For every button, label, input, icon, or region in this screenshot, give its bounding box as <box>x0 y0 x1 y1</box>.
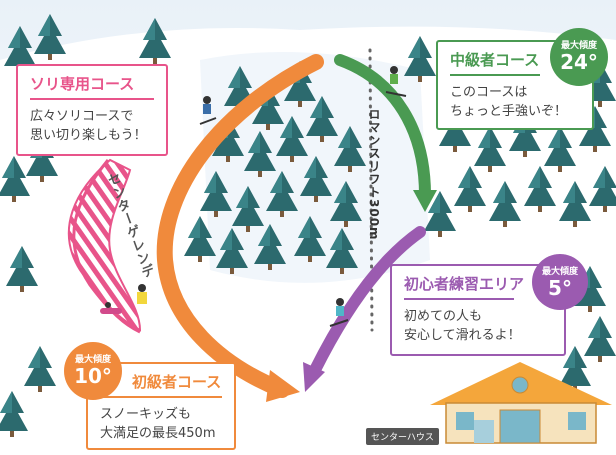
beginner-area-route <box>309 226 426 376</box>
badge-label: 最大傾度 <box>541 267 578 277</box>
sled-course-area <box>67 158 142 332</box>
badge-label: 最大傾度 <box>74 355 111 365</box>
skier-icon <box>199 66 407 327</box>
sled-course-title: ソリ専用コース <box>30 75 135 93</box>
novice-course-route <box>156 54 324 398</box>
intermediate-course-route <box>334 54 431 201</box>
beginner-area-title: 初心者練習エリア <box>404 275 525 293</box>
divider <box>30 98 154 100</box>
divider <box>450 74 540 76</box>
badge-label: 最大傾度 <box>560 41 597 51</box>
divider <box>404 298 514 300</box>
badge-value: 24° <box>560 50 598 74</box>
intermediate-course-title: 中級者コース <box>450 51 540 69</box>
romance-lift-label: ロマンスリフト300m <box>367 108 381 241</box>
badge-value: 5° <box>548 276 572 300</box>
badge-value: 10° <box>74 364 112 388</box>
center-house-label: センターハウス <box>366 428 439 445</box>
novice-course-title: 初級者コース <box>132 373 222 391</box>
novice-slope-badge: 最大傾度 10° <box>64 342 122 400</box>
intermediate-slope-badge: 最大傾度 24° <box>550 28 608 86</box>
beginner-slope-badge: 最大傾度 5° <box>532 254 588 310</box>
divider <box>100 396 222 398</box>
sled-course-card: ソリ専用コース 広々ソリコースで 思い切り楽しもう！ <box>16 64 168 156</box>
center-house-icon <box>430 362 612 444</box>
sled-course-description: 広々ソリコースで 思い切り楽しもう！ <box>30 108 147 143</box>
novice-course-description: スノーキッズも 大満足の最長450m <box>100 406 216 441</box>
arrow-icon <box>303 362 325 392</box>
arrow-icon <box>413 190 437 212</box>
sled-icon <box>100 284 147 314</box>
arrow-icon <box>266 370 300 402</box>
beginner-area-description: 初めての人も 安心して滑れるよ！ <box>404 308 521 343</box>
intermediate-course-description: このコースは ちょっと手強いぞ！ <box>450 84 568 119</box>
